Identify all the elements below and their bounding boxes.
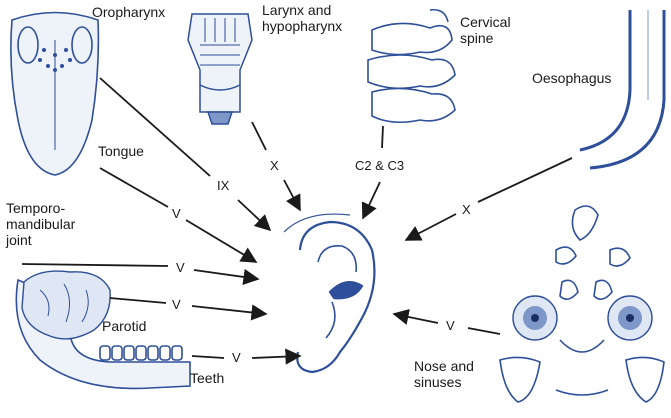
arrow-tmj bbox=[21, 263, 169, 267]
label-oesophagus: Oesophagus bbox=[532, 70, 612, 86]
label-teeth: Teeth bbox=[190, 370, 225, 386]
arrow-oesophagus bbox=[477, 157, 573, 203]
label-larynx-line2: hypopharynx bbox=[262, 18, 343, 34]
label-tmj-line1: Temporo- bbox=[6, 200, 66, 216]
ear-illustration bbox=[283, 213, 376, 374]
arrow-tongue-head bbox=[185, 219, 258, 263]
eye-left-illustration bbox=[512, 295, 558, 341]
eye-right-illustration bbox=[607, 295, 653, 341]
label-parotid: Parotid bbox=[102, 318, 147, 334]
sinuses-illustration bbox=[499, 205, 665, 403]
arrow-oropharynx bbox=[99, 77, 211, 177]
arrow-tmj-head bbox=[193, 268, 260, 285]
nerve-label-oropharynx: IX bbox=[217, 178, 230, 193]
arrow-nose bbox=[467, 327, 501, 335]
arrow-oesophagus-head bbox=[404, 213, 457, 241]
label-larynx-line1: Larynx and bbox=[262, 2, 332, 18]
label-oropharynx: Oropharynx bbox=[92, 4, 166, 20]
arrow-cervical-head bbox=[361, 181, 381, 220]
oesophagus-illustration bbox=[579, 10, 666, 170]
arrow-cervical bbox=[381, 125, 384, 149]
nerve-label-larynx: X bbox=[270, 158, 279, 173]
nerve-label-cervical: C2 & C3 bbox=[355, 158, 405, 173]
arrow-parotid-head bbox=[191, 304, 268, 321]
label-tongue: Tongue bbox=[98, 143, 144, 159]
nerve-label-tmj: V bbox=[176, 260, 185, 275]
label-nose-line2: sinuses bbox=[414, 374, 462, 390]
arrow-parotid bbox=[109, 297, 167, 304]
tongue-illustration bbox=[10, 11, 100, 176]
larynx-illustration bbox=[187, 13, 253, 125]
arrow-teeth bbox=[191, 355, 225, 359]
label-tmj-line2: mandibular bbox=[6, 216, 76, 232]
arrow-larynx-head bbox=[283, 179, 301, 212]
arrow-teeth-head bbox=[251, 348, 302, 365]
label-nose-line1: Nose and bbox=[414, 358, 474, 374]
arrow-tongue bbox=[99, 167, 169, 208]
arrow-oropharynx-head bbox=[237, 199, 272, 232]
arrow-nose-head bbox=[392, 308, 439, 325]
nerve-label-tongue: V bbox=[172, 206, 181, 221]
nerve-label-nose: V bbox=[446, 318, 455, 333]
nerve-label-oesophagus: X bbox=[462, 202, 471, 217]
nerve-label-parotid: V bbox=[172, 297, 181, 312]
cervical-spine-illustration bbox=[367, 8, 456, 124]
nerve-label-teeth: V bbox=[232, 350, 241, 365]
label-tmj-line3: joint bbox=[6, 232, 32, 248]
parotid-illustration bbox=[21, 270, 111, 340]
label-cervical-line1: Cervical bbox=[460, 14, 511, 30]
label-cervical-line2: spine bbox=[460, 30, 494, 46]
arrow-larynx bbox=[251, 121, 267, 151]
